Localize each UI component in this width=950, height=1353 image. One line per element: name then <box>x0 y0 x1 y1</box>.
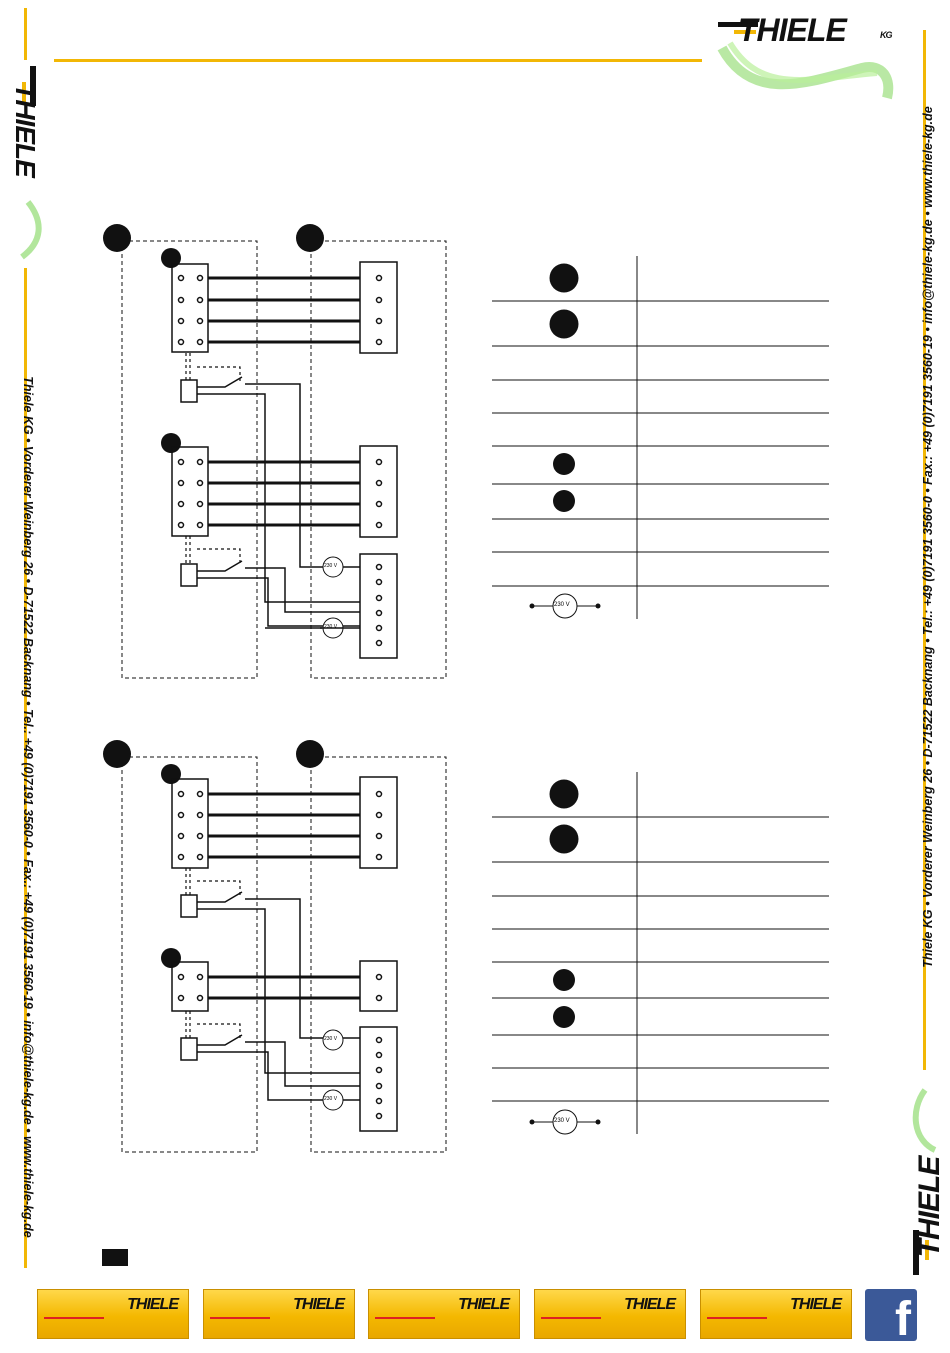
footer-tile-4[interactable]: THIELE <box>534 1289 686 1339</box>
brand-logo-top: THIELE KG <box>712 8 902 108</box>
logo-swoosh-icon <box>912 1088 937 1275</box>
legend-grid <box>492 256 829 619</box>
page-marker <box>102 1249 128 1266</box>
facebook-button[interactable]: f <box>865 1289 917 1346</box>
tile-accent-line <box>210 1317 270 1319</box>
logo-swoosh-icon <box>717 22 894 100</box>
side-contact-right: Thiele KG • Vorderer Weinberg 26 • D-715… <box>921 106 935 968</box>
tile-accent-line <box>541 1317 601 1319</box>
voltage-label: 230 V <box>324 624 338 630</box>
wiring-schematic <box>103 740 447 1153</box>
wiring-diagram-2: 230 V 230 V <box>100 738 460 1158</box>
footer-tile-2[interactable]: THIELE <box>203 1289 355 1339</box>
legend-table-1: 230 V <box>492 256 832 621</box>
logo-text: THIELE <box>738 12 847 48</box>
legend-table-2: 230 V <box>492 772 832 1137</box>
footer-tile-1[interactable]: THIELE <box>37 1289 189 1339</box>
logo-suffix: KG <box>880 30 892 40</box>
tile-accent-line <box>707 1317 767 1319</box>
tile-logo-text: THIELE <box>127 1296 179 1313</box>
legend-voltage-label: 230 V <box>554 602 570 608</box>
facebook-icon: f <box>895 1293 911 1346</box>
logo-text: THIELE <box>10 83 41 177</box>
footer-tile-3[interactable]: THIELE <box>368 1289 520 1339</box>
legend-grid <box>492 772 829 1135</box>
tile-accent-line <box>375 1317 435 1319</box>
voltage-label: 230 V <box>324 1096 338 1102</box>
tile-accent-line <box>44 1317 104 1319</box>
logo-text: THIELE <box>913 1156 946 1258</box>
marker-b <box>296 224 324 252</box>
wiring-schematic <box>103 224 447 679</box>
tile-logo-text: THIELE <box>293 1296 345 1313</box>
tile-logo-text: THIELE <box>458 1296 510 1313</box>
voltage-label: 230 V <box>324 1036 338 1042</box>
logo-swoosh-icon <box>20 66 42 260</box>
brand-logo-left: THIELE <box>2 62 48 262</box>
tile-logo-text: THIELE <box>790 1296 842 1313</box>
left-rule <box>24 268 27 1268</box>
left-rule-top <box>24 8 27 60</box>
brand-logo-right: THIELE <box>905 1080 950 1290</box>
marker-a <box>103 224 131 252</box>
header-rule <box>54 59 702 62</box>
wiring-diagram-1: 230 V 230 V <box>100 222 460 682</box>
footer-tile-5[interactable]: THIELE <box>700 1289 852 1339</box>
side-contact-left: Thiele KG • Vorderer Weinberg 26 • D-715… <box>21 376 35 1238</box>
legend-voltage-label: 230 V <box>554 1118 570 1124</box>
right-rule <box>923 30 926 1070</box>
tile-logo-text: THIELE <box>624 1296 676 1313</box>
voltage-label: 230 V <box>324 563 338 569</box>
